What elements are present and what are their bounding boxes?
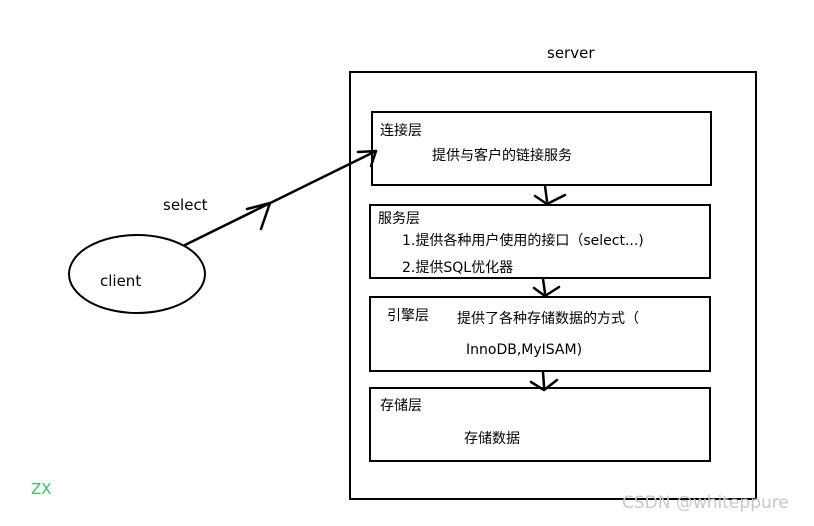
layer-service-title: 服务层 xyxy=(378,211,420,227)
layer-engine-box xyxy=(369,296,711,372)
down-arrow-engine-storage xyxy=(529,370,559,392)
layer-connection-line-1: 提供与客户的链接服务 xyxy=(432,148,572,164)
layer-connection-title: 连接层 xyxy=(380,123,422,139)
layer-storage-title: 存储层 xyxy=(380,398,422,414)
layer-engine-line-1: 提供了各种存储数据的方式（ xyxy=(457,311,639,327)
server-label: server xyxy=(547,44,595,62)
layer-engine-line-2: InnoDB,MyISAM) xyxy=(466,342,583,358)
layer-storage-box xyxy=(369,387,711,462)
request-label: select xyxy=(163,196,208,214)
layer-service-box xyxy=(369,204,711,279)
layer-storage-line-1: 存储数据 xyxy=(464,431,520,447)
down-arrow-service-engine xyxy=(532,277,561,298)
client-ellipse xyxy=(68,234,206,314)
layer-service-line-1: 1.提供各种用户使用的接口（select...) xyxy=(402,233,644,249)
watermark-text: CSDN @whiteppure xyxy=(622,493,789,513)
layer-engine-title: 引擎层 xyxy=(387,308,429,324)
signature-text: ZX xyxy=(31,480,52,498)
request-arrow xyxy=(183,149,378,247)
layer-service-line-2: 2.提供SQL优化器 xyxy=(402,260,514,276)
client-label: client xyxy=(100,272,142,290)
down-arrow-connection-service xyxy=(533,184,567,206)
layer-connection-box xyxy=(371,111,712,186)
